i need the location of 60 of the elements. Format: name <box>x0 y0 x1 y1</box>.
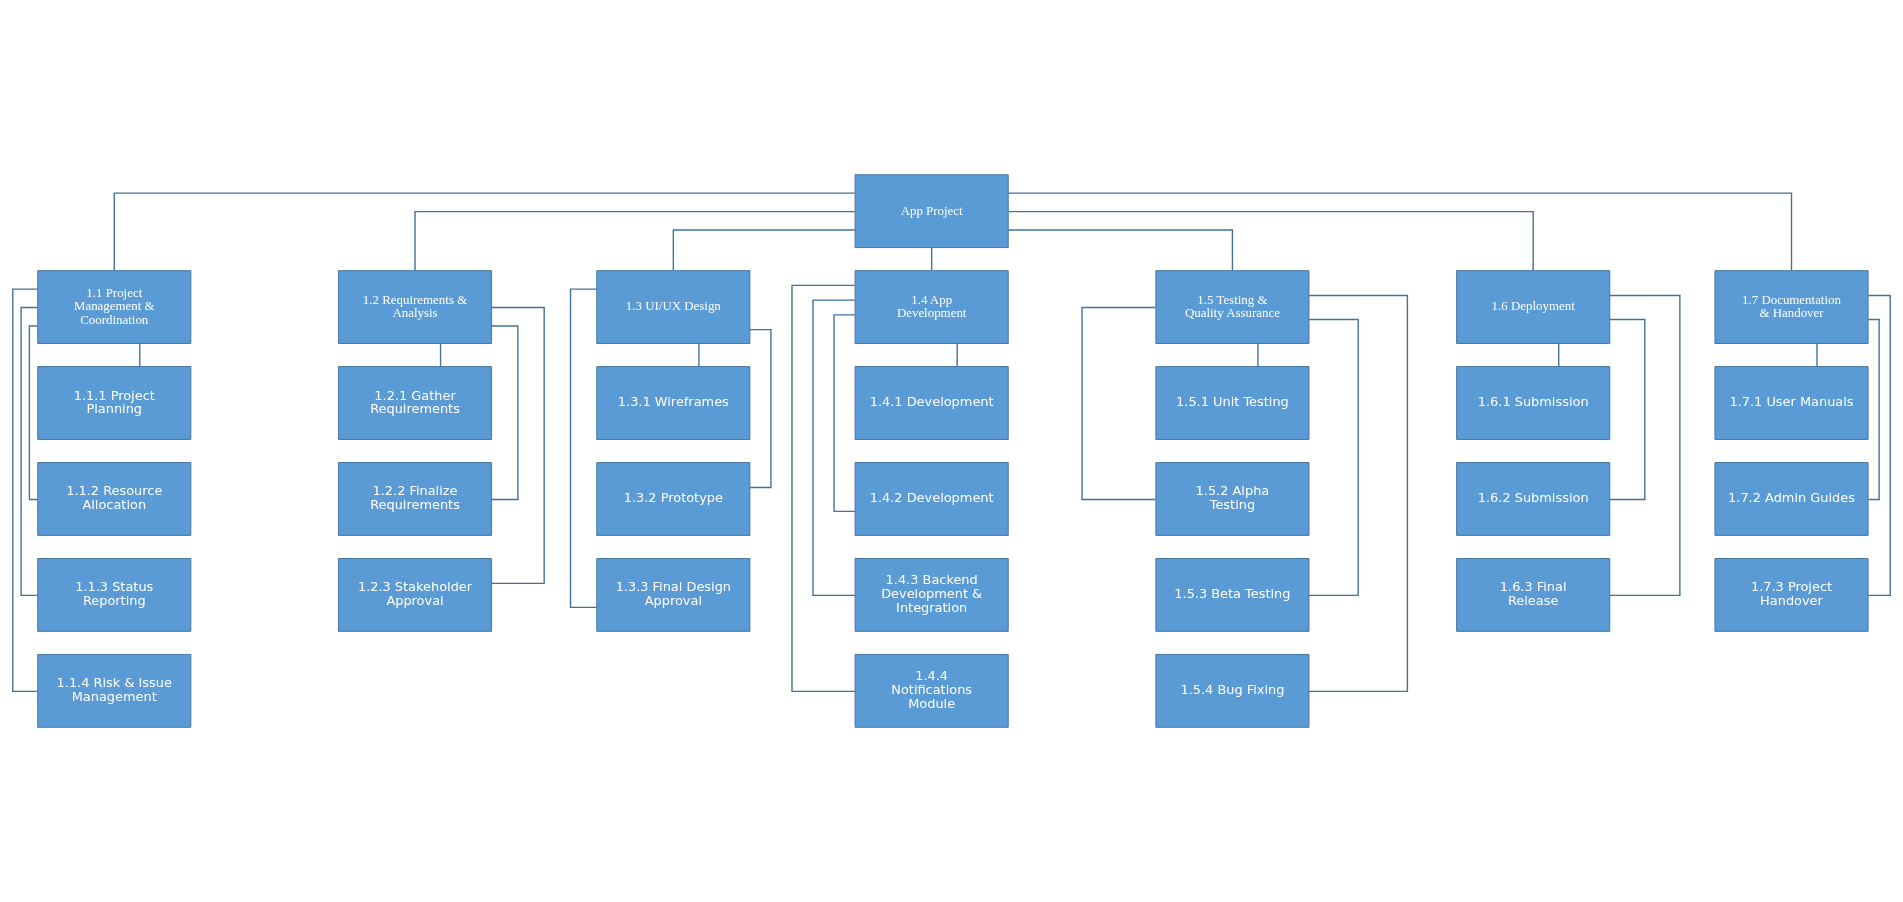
node-box: 1.6 Deployment <box>1456 270 1611 344</box>
node-box: 1.4.1 Development <box>854 366 1009 440</box>
connector <box>569 288 598 609</box>
connector <box>930 247 933 272</box>
node-box: 1.2.2 Finalize Requirements <box>338 462 493 536</box>
node-box: App Project <box>854 174 1009 249</box>
connector <box>490 306 545 585</box>
connector <box>1007 229 1234 272</box>
connector <box>1609 318 1646 501</box>
connector <box>791 284 856 693</box>
connector <box>698 342 700 368</box>
node-box: 1.4 App Development <box>854 270 1009 344</box>
node-box: 1.4.3 Backend Development & Integration <box>854 558 1009 632</box>
node-box: 1.1.2 Resource Allocation <box>37 462 192 536</box>
connector <box>1867 318 1880 501</box>
node-box: 1.3.3 Final Design Approval <box>596 558 751 632</box>
node-box: 1.5.1 Unit Testing <box>1155 366 1310 440</box>
node-box: 1.4.4 Notifications Module <box>854 653 1009 728</box>
connector <box>1257 342 1259 368</box>
node-box: 1.4.2 Development <box>854 462 1009 536</box>
connector <box>1007 192 1793 272</box>
connector <box>1308 318 1359 597</box>
connector <box>439 342 442 368</box>
node-box: 1.1 Project Management & Coordination <box>37 270 192 344</box>
node-box: 1.7 Documentation & Handover <box>1714 270 1869 344</box>
connector <box>414 210 856 272</box>
connector <box>113 192 856 272</box>
connector <box>139 342 141 368</box>
node-box: 1.7.3 Project Handover <box>1714 558 1869 632</box>
node-box: 1.2 Requirements & Analysis <box>338 270 493 344</box>
node-box: 1.7.2 Admin Guides <box>1714 462 1869 536</box>
node-box: 1.2.1 Gather Requirements <box>338 366 493 440</box>
connector <box>1816 342 1818 368</box>
connector <box>1081 306 1157 501</box>
node-box: 1.5 Testing & Quality Assurance <box>1155 270 1310 344</box>
connector <box>1558 342 1560 368</box>
node-box: 1.5.3 Beta Testing <box>1155 558 1310 632</box>
node-box: 1.3.1 Wireframes <box>596 366 751 440</box>
node-box: 1.1.1 Project Planning <box>37 366 192 440</box>
connector <box>812 299 856 597</box>
connector <box>1308 294 1409 693</box>
connector <box>20 306 38 597</box>
node-box: 1.3 UI/UX Design <box>596 270 751 344</box>
node-box: 1.1.4 Risk & Issue Management <box>37 653 192 728</box>
connector <box>12 288 39 693</box>
node-box: 1.6.2 Submission <box>1456 462 1611 536</box>
connector <box>1609 294 1681 597</box>
node-box: 1.7.1 User Manuals <box>1714 366 1869 440</box>
connector <box>672 229 856 272</box>
node-box: 1.5.2 Alpha Testing <box>1155 462 1310 536</box>
connector <box>491 325 519 501</box>
node-box: 1.3.2 Prototype <box>596 462 751 536</box>
connector <box>1007 210 1534 272</box>
node-box: 1.2.3 Stakeholder Approval <box>338 558 493 632</box>
node-box: 1.6.3 Final Release <box>1456 558 1611 632</box>
node-box: 1.5.4 Bug Fixing <box>1155 653 1310 728</box>
connector <box>956 342 958 368</box>
node-box: 1.6.1 Submission <box>1456 366 1611 440</box>
connector <box>28 325 39 501</box>
node-box: 1.1.3 Status Reporting <box>37 558 192 632</box>
